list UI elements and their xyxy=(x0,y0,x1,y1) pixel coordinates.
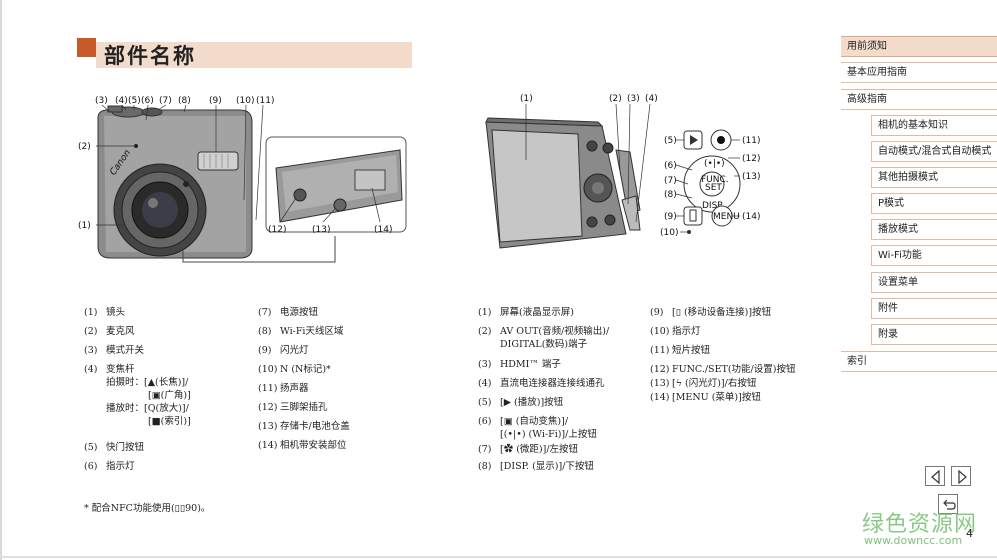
list-item: (7)电源按钮 xyxy=(258,307,319,318)
sidebar-item-auto-mode[interactable]: 自动模式/混合式自动模式 xyxy=(871,141,997,162)
callout-back-10: (10) xyxy=(660,228,678,238)
list-item: (8)Wi-Fi天线区域 xyxy=(258,326,344,337)
callout-back-14: (14) xyxy=(742,212,760,222)
sidebar-item-index[interactable]: 索引 xyxy=(841,351,997,372)
list-item: (7)[✿ (微距)]/左按钮 xyxy=(478,444,579,455)
list-item: (8)[DISP. (显示)]/下按钮 xyxy=(478,461,594,472)
list-item: (6)指示灯 xyxy=(84,461,135,472)
callout-back-11: (11) xyxy=(742,136,760,146)
prev-page-button[interactable] xyxy=(925,466,945,486)
list-item: (14)相机带安装部位 xyxy=(258,440,347,451)
callout-front-9: (9) xyxy=(209,96,222,106)
callout-back-4: (4) xyxy=(645,94,658,104)
list-item: (12)三脚架插孔 xyxy=(258,402,328,413)
callout-front-3: (3) xyxy=(95,96,108,106)
list-item: (9)闪光灯 xyxy=(258,345,309,356)
callout-front-6: (6) xyxy=(141,96,154,106)
list-item: (2)麦克风 xyxy=(84,326,135,337)
callout-front-10: (10) xyxy=(236,96,254,106)
callout-back-12: (12) xyxy=(742,154,760,164)
menu-label: MENU xyxy=(713,212,740,222)
sidebar-item-accessories[interactable]: 附件 xyxy=(871,298,997,319)
callout-back-8: (8) xyxy=(664,190,677,200)
callout-front-5: (5) xyxy=(128,96,141,106)
list-item: (1)镜头 xyxy=(84,307,126,318)
list-item: (5)快门按钮 xyxy=(84,442,145,453)
triangle-left-icon xyxy=(931,469,940,485)
list-item: (14)[MENU (菜单)]按钮 xyxy=(650,392,761,403)
callout-back-13: (13) xyxy=(742,172,760,182)
callout-front-2: (2) xyxy=(78,142,91,152)
front-parts-list-b: (7)电源按钮 (8)Wi-Fi天线区域 (9)闪光灯 (10)N (N标记)*… xyxy=(258,306,418,456)
callout-back-6: (6) xyxy=(664,161,677,171)
list-item: (3)HDMI™ 端子 xyxy=(478,359,561,370)
callout-back-1: (1) xyxy=(520,94,533,104)
list-item: (10)指示灯 xyxy=(650,326,701,337)
callout-front-12: (12) xyxy=(268,225,286,235)
list-item: (11)扬声器 xyxy=(258,383,309,394)
return-arrow-icon xyxy=(943,499,956,510)
list-item: (12)FUNC./SET(功能/设置)按钮 xyxy=(650,364,796,375)
sidebar-item-camera-basics[interactable]: 相机的基本知识 xyxy=(871,115,997,136)
page-number: 4 xyxy=(966,527,973,540)
list-item: (1)屏幕(液晶显示屏) xyxy=(478,307,574,318)
list-item: (6)[▣ (自动变焦)]/ [(•|•) (Wi-Fi)]/上按钮 xyxy=(478,416,597,440)
back-parts-list-a: (1)屏幕(液晶显示屏) (2)AV OUT(音频/视频输出)/ DIGITAL… xyxy=(478,306,648,476)
sidebar-item-playback[interactable]: 播放模式 xyxy=(871,219,997,240)
callout-back-2: (2) xyxy=(609,94,622,104)
callout-back-7: (7) xyxy=(664,176,677,186)
sidebar-item-before-use[interactable]: 用前须知 xyxy=(841,36,997,57)
callout-back-5: (5) xyxy=(664,136,677,146)
sidebar-item-basic-guide[interactable]: 基本应用指南 xyxy=(841,62,997,83)
callout-front-1: (1) xyxy=(78,221,91,231)
back-button[interactable] xyxy=(938,494,958,514)
list-item: (4)直流电连接器连接线通孔 xyxy=(478,378,605,389)
set-label: SET xyxy=(705,183,722,193)
page-bottom-border xyxy=(0,556,997,558)
callout-front-4: (4) xyxy=(115,96,128,106)
page-left-border xyxy=(0,0,2,560)
footnote: * 配合NFC功能使用(▯▯90)。 xyxy=(84,503,211,514)
callout-front-11: (11) xyxy=(256,96,274,106)
sidebar-item-p-mode[interactable]: P模式 xyxy=(871,193,997,214)
sidebar-item-setup-menu[interactable]: 设置菜单 xyxy=(871,272,997,293)
title-bar xyxy=(96,42,412,68)
list-item: (5)[▶ (播放)]按钮 xyxy=(478,397,564,408)
func-label: FUNC. xyxy=(701,175,729,185)
sidebar-item-appendix[interactable]: 附录 xyxy=(871,324,997,345)
list-item: (4)变焦杆 拍摄时：[▲(长焦)]/ [▣(广角)] 播放时：[Q(放大)]/… xyxy=(84,364,191,427)
front-camera-illustration: Canon (3) (4) (5) (6) xyxy=(78,96,407,263)
callout-back-3: (3) xyxy=(627,94,640,104)
page-title: 部件名称 xyxy=(104,44,196,68)
title-marker xyxy=(77,38,96,57)
callout-front-13: (13) xyxy=(312,225,330,235)
sidebar-item-other-modes[interactable]: 其他拍摄模式 xyxy=(871,167,997,188)
sidebar-item-wifi[interactable]: Wi-Fi功能 xyxy=(871,245,997,266)
list-item: (2)AV OUT(音频/视频输出)/ DIGITAL(数码)端子 xyxy=(478,326,610,350)
front-parts-list-a: (1)镜头 (2)麦克风 (3)模式开关 (4)变焦杆 拍摄时：[▲(长焦)]/… xyxy=(84,306,244,486)
next-page-button[interactable] xyxy=(951,466,971,486)
callout-front-7: (7) xyxy=(159,96,172,106)
list-item: (3)模式开关 xyxy=(84,345,145,356)
back-camera-illustration: FUNC. SET (•|•) DISP. MENU (1) (2) xyxy=(485,94,760,249)
disp-label: DISP. xyxy=(702,201,724,211)
watermark-url: www.downcc.com xyxy=(864,534,963,547)
watermark-logo: 绿色资源网 xyxy=(862,512,978,537)
list-item: (13)存储卡/电池仓盖 xyxy=(258,421,350,432)
list-item: (10)N (N标记)* xyxy=(258,364,331,375)
list-item: (9)[▯ (移动设备连接)]按钮 xyxy=(650,307,772,318)
back-parts-list-b: (9)[▯ (移动设备连接)]按钮 (10)指示灯 (11)短片按钮 (12)F… xyxy=(650,306,835,406)
sidebar-item-advanced-guide[interactable]: 高级指南 xyxy=(841,89,997,110)
callout-front-14: (14) xyxy=(374,225,392,235)
callout-back-9: (9) xyxy=(664,212,677,222)
callout-front-8: (8) xyxy=(178,96,191,106)
list-item: (11)短片按钮 xyxy=(650,345,711,356)
list-item: (13)[ϟ (闪光灯)]/右按钮 xyxy=(650,378,757,389)
wifi-label: (•|•) xyxy=(704,159,725,169)
triangle-right-icon xyxy=(958,469,967,485)
